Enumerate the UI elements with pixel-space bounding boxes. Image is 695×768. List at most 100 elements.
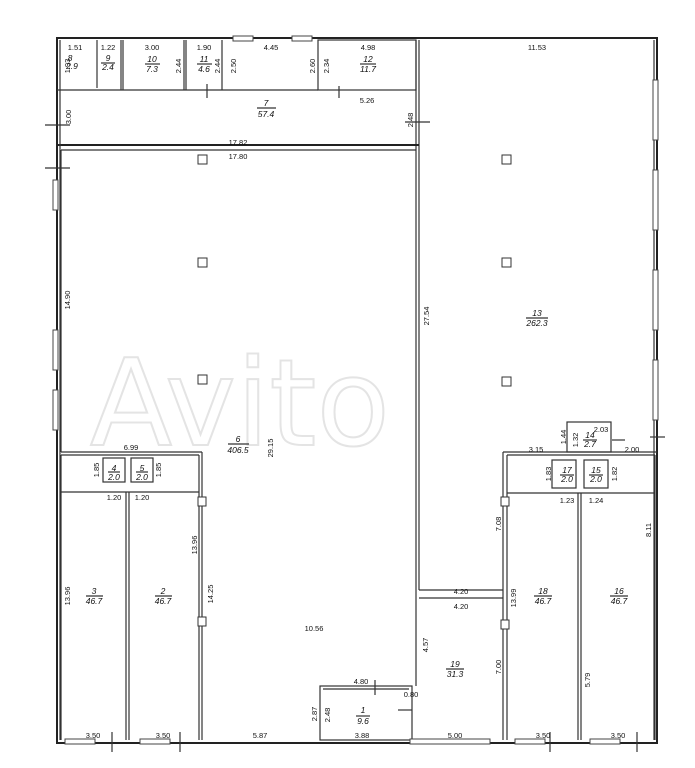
svg-text:1.51: 1.51	[68, 43, 83, 52]
svg-text:1.90: 1.90	[197, 43, 212, 52]
svg-text:46.7: 46.7	[155, 596, 172, 606]
svg-text:19: 19	[450, 659, 460, 669]
svg-text:17.80: 17.80	[229, 152, 248, 161]
svg-text:14: 14	[585, 430, 595, 440]
svg-text:1.22: 1.22	[101, 43, 116, 52]
svg-text:2.0: 2.0	[107, 472, 120, 482]
room-5: 52.0	[135, 463, 148, 482]
svg-text:11: 11	[200, 54, 209, 64]
svg-text:14.90: 14.90	[63, 291, 72, 310]
svg-text:1.83: 1.83	[544, 467, 553, 482]
svg-text:27.54: 27.54	[422, 307, 431, 326]
room-2: 246.7	[155, 586, 172, 606]
svg-text:1.20: 1.20	[107, 493, 122, 502]
svg-text:7: 7	[264, 98, 269, 108]
svg-text:3.00: 3.00	[64, 110, 73, 125]
svg-text:5.26: 5.26	[360, 96, 375, 105]
room-9: 92.4	[101, 53, 115, 72]
svg-text:16: 16	[614, 586, 624, 596]
svg-text:8.11: 8.11	[644, 523, 653, 537]
svg-text:10.56: 10.56	[305, 624, 324, 633]
svg-text:3.50: 3.50	[86, 731, 101, 740]
svg-text:4.20: 4.20	[454, 602, 469, 611]
svg-text:6.99: 6.99	[124, 443, 139, 452]
room-11: 114.6	[197, 54, 212, 74]
room-15: 152.0	[589, 465, 603, 484]
svg-text:29.15: 29.15	[266, 439, 275, 458]
svg-text:0.80: 0.80	[404, 690, 419, 699]
room-7: 757.4	[257, 98, 276, 119]
svg-text:406.5: 406.5	[227, 445, 249, 455]
svg-text:3.00: 3.00	[145, 43, 160, 52]
svg-text:1: 1	[361, 705, 366, 715]
svg-text:1.85: 1.85	[154, 463, 163, 478]
svg-text:1.32: 1.32	[571, 433, 580, 448]
room-14: 142.7	[583, 430, 597, 449]
svg-text:2.50: 2.50	[229, 59, 238, 74]
svg-text:2.00: 2.00	[625, 445, 640, 454]
svg-text:7.3: 7.3	[146, 64, 158, 74]
svg-text:3.50: 3.50	[611, 731, 626, 740]
svg-text:1.85: 1.85	[92, 463, 101, 478]
svg-text:4: 4	[112, 463, 117, 473]
svg-text:13.96: 13.96	[190, 536, 199, 555]
svg-text:2.0: 2.0	[135, 472, 148, 482]
svg-text:3.88: 3.88	[355, 731, 370, 740]
svg-text:5.87: 5.87	[253, 731, 268, 740]
svg-text:46.7: 46.7	[86, 596, 103, 606]
svg-text:1.93: 1.93	[63, 59, 72, 74]
dimension-labels: 1.51 1.22 3.00 1.90 4.45 4.98 11.53 5.26…	[63, 43, 653, 740]
room-4: 42.0	[107, 463, 120, 482]
svg-text:57.4: 57.4	[258, 109, 275, 119]
svg-text:17: 17	[562, 465, 572, 475]
svg-text:6: 6	[236, 434, 241, 444]
svg-text:2: 2	[160, 586, 166, 596]
svg-text:2.9: 2.9	[65, 61, 78, 71]
svg-text:15: 15	[591, 465, 601, 475]
svg-text:2.48: 2.48	[323, 708, 332, 723]
svg-text:2.87: 2.87	[310, 707, 319, 722]
svg-text:4.45: 4.45	[264, 43, 279, 52]
svg-text:2.44: 2.44	[174, 59, 183, 74]
room-10: 107.3	[145, 54, 160, 74]
svg-text:5.79: 5.79	[583, 673, 592, 688]
svg-text:4.98: 4.98	[361, 43, 376, 52]
svg-text:13.96: 13.96	[63, 587, 72, 606]
svg-text:7.08: 7.08	[494, 517, 503, 532]
svg-text:5.00: 5.00	[448, 731, 463, 740]
svg-text:18: 18	[538, 586, 548, 596]
room-1: 19.6	[356, 705, 370, 726]
svg-text:11.53: 11.53	[528, 43, 546, 52]
svg-text:1.82: 1.82	[610, 467, 619, 482]
svg-text:8: 8	[68, 53, 73, 63]
svg-text:2.4: 2.4	[101, 62, 114, 72]
svg-text:9.6: 9.6	[357, 716, 369, 726]
svg-text:1.20: 1.20	[135, 493, 150, 502]
svg-text:11.7: 11.7	[360, 64, 376, 74]
svg-text:3: 3	[92, 586, 97, 596]
svg-text:2.03: 2.03	[594, 425, 609, 434]
svg-text:9: 9	[106, 53, 111, 63]
room-3: 346.7	[86, 586, 103, 606]
svg-text:5: 5	[140, 463, 145, 473]
svg-text:2.48: 2.48	[406, 113, 415, 128]
svg-text:1.23: 1.23	[560, 496, 575, 505]
svg-text:2.7: 2.7	[583, 439, 596, 449]
svg-text:2.0: 2.0	[589, 474, 602, 484]
svg-text:4.80: 4.80	[354, 677, 369, 686]
svg-text:1.44: 1.44	[559, 430, 568, 445]
svg-text:46.7: 46.7	[611, 596, 628, 606]
svg-text:4.57: 4.57	[421, 638, 430, 653]
svg-text:2.34: 2.34	[322, 59, 331, 74]
svg-text:2.60: 2.60	[308, 59, 317, 74]
svg-text:4.6: 4.6	[198, 64, 210, 74]
svg-text:3.15: 3.15	[529, 445, 544, 454]
svg-text:1.24: 1.24	[589, 496, 604, 505]
svg-text:3.50: 3.50	[156, 731, 171, 740]
svg-text:2.0: 2.0	[560, 474, 573, 484]
